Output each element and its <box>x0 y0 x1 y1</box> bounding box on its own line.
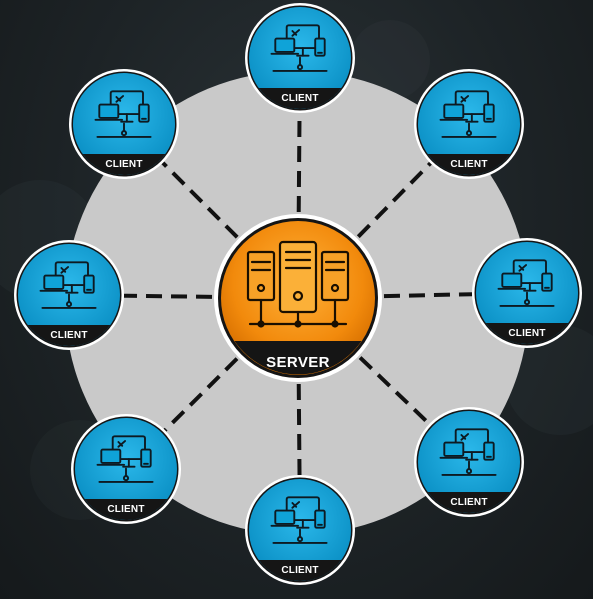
client-label: CLIENT <box>50 330 87 341</box>
connector-line-top-right <box>356 161 432 239</box>
client-label: CLIENT <box>450 497 487 508</box>
client-node-bottom-left[interactable]: CLIENT <box>71 414 181 524</box>
server-label: SERVER <box>266 354 330 371</box>
connector-line-top <box>296 112 302 213</box>
client-nodes: CLIENT CLIENT CLIENT CLIENT CLIENT CLIENT CLIE… <box>14 3 582 585</box>
client-label: CLIENT <box>107 504 144 515</box>
client-label: CLIENT <box>450 159 487 170</box>
client-label: CLIENT <box>508 328 545 339</box>
client-label: CLIENT <box>281 93 318 104</box>
client-label: CLIENT <box>281 565 318 576</box>
connector-line-top-left <box>161 161 239 239</box>
client-node-right[interactable]: CLIENT <box>472 238 582 348</box>
server-rack-icon <box>246 240 350 328</box>
client-node-top-left[interactable]: CLIENT <box>69 69 179 179</box>
client-node-bottom-right[interactable]: CLIENT <box>414 407 524 517</box>
connector-line-bottom-left <box>163 357 239 432</box>
connector-line-left <box>123 293 213 299</box>
connector-line-bottom <box>296 383 302 476</box>
connector-line-right <box>383 292 473 299</box>
client-node-top[interactable]: CLIENT <box>245 3 355 113</box>
connector-lines <box>123 112 473 476</box>
client-node-top-right[interactable]: CLIENT <box>414 69 524 179</box>
client-node-left[interactable]: CLIENT <box>14 240 124 350</box>
client-label: CLIENT <box>105 159 142 170</box>
server-node[interactable]: SERVER <box>214 214 382 382</box>
client-node-bottom[interactable]: CLIENT <box>245 475 355 585</box>
connector-line-bottom-right <box>358 356 431 426</box>
